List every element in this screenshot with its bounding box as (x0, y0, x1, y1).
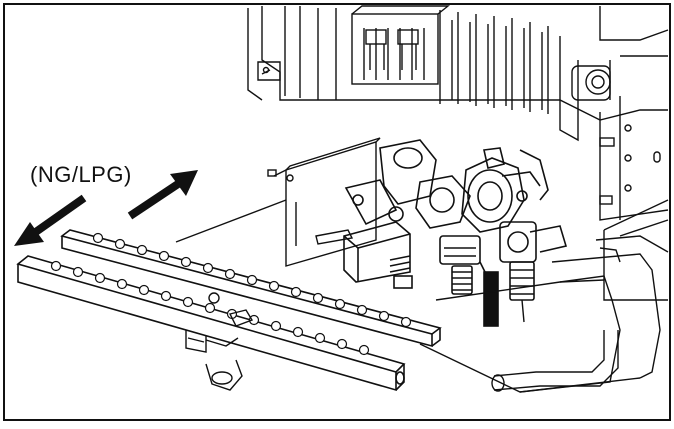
frame-rails (175, 199, 661, 393)
manifold-rail-front (16, 255, 406, 392)
arrow-inward (127, 170, 198, 220)
figure-frame (3, 3, 671, 421)
manifold-bracket (185, 292, 254, 391)
nozzles-front-row (50, 260, 370, 356)
nozzles-back-row (92, 232, 412, 328)
manifold-rail-back (60, 229, 442, 348)
solenoid-valve (343, 206, 413, 289)
gas-type-caption: (NG/LPG) (30, 162, 132, 187)
heat-exchanger (247, 6, 669, 142)
drain-tube (491, 330, 619, 392)
arrow-outward (14, 194, 87, 246)
side-bracket-right (599, 96, 669, 221)
burner-manifold-top (351, 5, 450, 85)
gas-valve-body (344, 139, 549, 233)
mounting-plate-left (267, 137, 381, 267)
gas-fittings (439, 221, 568, 327)
electrical-box (595, 199, 669, 301)
